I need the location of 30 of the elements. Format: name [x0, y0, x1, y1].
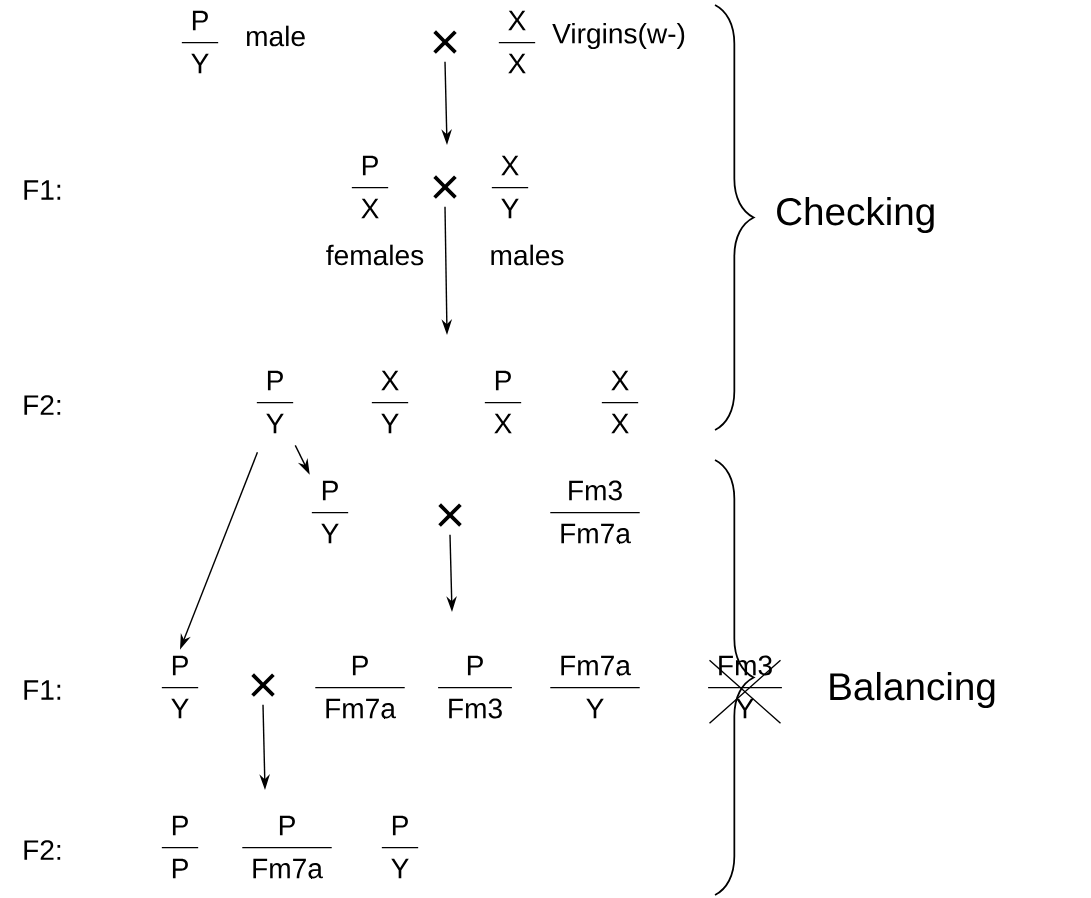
generation-label: F2:: [24, 840, 61, 860]
genotype-fraction: Fm7a Y: [549, 655, 641, 719]
genotype-fraction: P X: [484, 370, 522, 434]
sex-label: females: [326, 244, 424, 266]
cross-symbol: ×: [438, 503, 462, 527]
section-label: Balancing: [830, 671, 995, 708]
genotype-fraction: X X: [498, 10, 536, 74]
sex-label: male: [247, 25, 305, 47]
genotype-fraction: P P: [161, 815, 199, 879]
cross-symbol: ×: [251, 673, 275, 697]
genotype-fraction: P Fm7a: [314, 655, 406, 719]
sex-label: males: [491, 244, 564, 266]
cross-symbol: ×: [433, 30, 457, 54]
genotype-fraction: P Y: [256, 370, 294, 434]
genotype-fraction: X Y: [371, 370, 409, 434]
genotype-fraction: P X: [351, 155, 389, 219]
generation-label: F2:: [24, 395, 61, 415]
sex-label: Virgins(w-): [552, 22, 685, 50]
genotype-fraction: Fm3 Fm7a: [549, 480, 641, 544]
generation-label: F1:: [24, 680, 61, 700]
genotype-fraction: P Fm7a: [241, 815, 333, 879]
cross-symbol: ×: [433, 175, 457, 199]
genotype-fraction: P Y: [381, 815, 419, 879]
genotype-fraction: P Fm3: [437, 655, 513, 719]
genotype-fraction: P Y: [161, 655, 199, 719]
generation-label: F1:: [24, 180, 61, 200]
genotype-fraction: X X: [601, 370, 639, 434]
genotype-fraction: P Y: [311, 480, 349, 544]
genotype-fraction: P Y: [181, 10, 219, 74]
section-label: Checking: [777, 196, 934, 233]
